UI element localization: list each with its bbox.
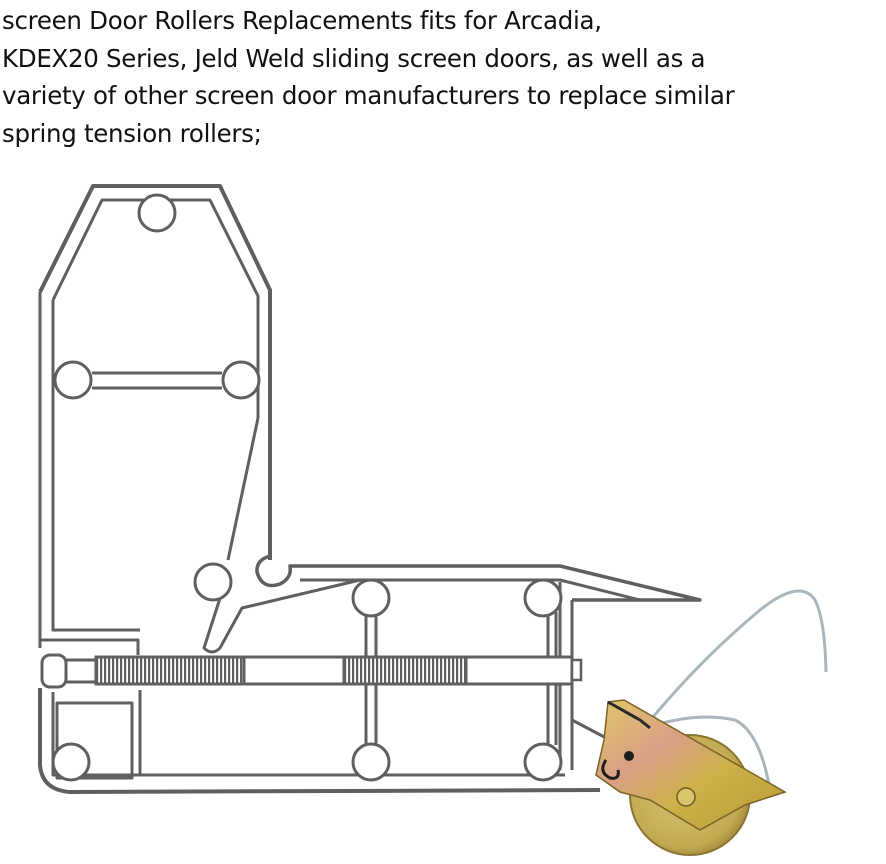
product-description: screen Door Rollers Replacements fits fo… xyxy=(2,2,886,152)
caption-line-2: KDEX20 Series, Jeld Weld sliding screen … xyxy=(2,43,706,73)
pivot-circles xyxy=(51,193,563,782)
caption-line-1: screen Door Rollers Replacements fits fo… xyxy=(2,6,602,35)
caption-line-4: spring tension rollers; xyxy=(2,118,262,148)
tension-rod xyxy=(40,653,583,689)
frame-outline xyxy=(38,184,702,794)
caption-line-3: variety of other screen door manufacture… xyxy=(2,81,735,110)
spring-tension-roller xyxy=(595,589,828,856)
